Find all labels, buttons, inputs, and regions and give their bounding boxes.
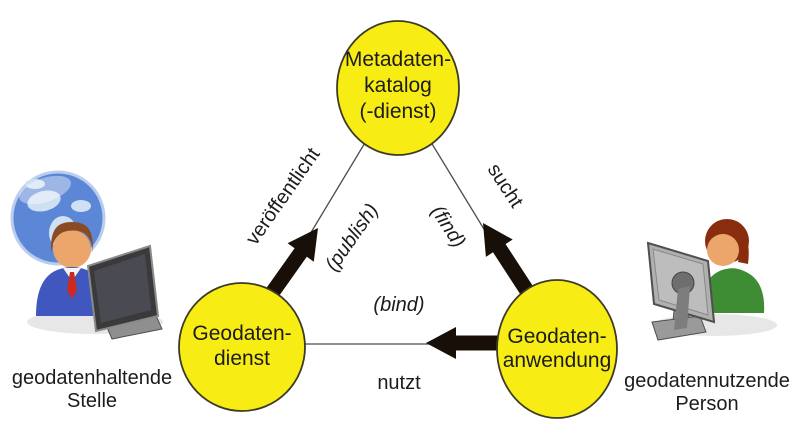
node-metadata-catalog-label-line3: (-dienst): [359, 100, 436, 123]
bind-edge-label: nutzt: [377, 372, 421, 394]
provider-caption-line1: geodatenhaltende: [12, 367, 172, 389]
bind-arrow: [426, 327, 505, 359]
provider-caption-line2: Stelle: [67, 390, 117, 412]
consumer-person-icon: [700, 219, 765, 313]
find-arrow: [483, 223, 540, 305]
node-geodata-application-label-line2: anwendung: [503, 349, 612, 372]
node-metadata-catalog: [336, 20, 460, 156]
node-metadata-catalog-label-line2: katalog: [364, 74, 432, 97]
provider-actor-icon: [10, 170, 163, 340]
shirt: [700, 268, 765, 313]
consumer-caption-line1: geodatennutzende: [624, 370, 790, 392]
node-geodata-application-label-line1: Geodaten-: [507, 325, 606, 348]
bind-edge-sublabel: (bind): [373, 294, 424, 316]
node-geodata-service-label-line1: Geodaten-: [192, 322, 291, 345]
tie: [67, 272, 77, 299]
monitor-icon: [646, 241, 716, 341]
hair: [50, 222, 94, 253]
node-geodata-service-label-line2: dienst: [214, 347, 270, 370]
find-edge-label: sucht: [483, 160, 528, 212]
node-geodata-application: [496, 279, 618, 419]
consumer-caption-line2: Person: [675, 393, 738, 415]
node-metadata-catalog-label-line1: Metadaten-: [345, 48, 451, 71]
publish-edge-sublabel: (publish): [321, 200, 383, 275]
monitor-icon: [86, 244, 163, 340]
provider-person-icon: [36, 222, 107, 316]
node-geodata-service: [178, 282, 306, 412]
find-edge-sublabel: (find): [426, 202, 469, 252]
consumer-actor-icon: [646, 219, 777, 341]
